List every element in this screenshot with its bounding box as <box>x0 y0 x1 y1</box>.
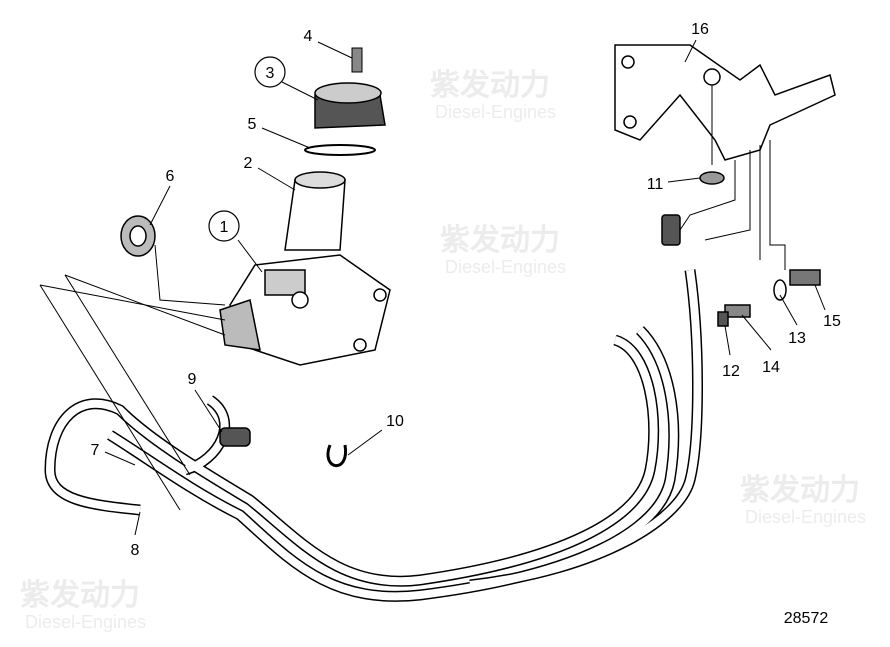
sensor-9 <box>219 427 251 447</box>
callout-circle-1 <box>208 210 240 242</box>
callout-circle-3 <box>254 56 286 88</box>
watermark-sub: Diesel-Engines <box>25 612 146 632</box>
callout-3: 3 <box>266 65 275 82</box>
callouts: 1 2 3 4 5 6 7 8 9 10 11 12 13 14 15 16 <box>91 21 841 559</box>
watermark: 紫发动力 Diesel-Engines 紫发动力 Diesel-Engines … <box>20 69 866 632</box>
callout-11: 11 <box>647 176 664 193</box>
watermark-sub: Diesel-Engines <box>435 102 556 122</box>
callout-16: 16 <box>691 21 709 38</box>
callout-9: 9 <box>188 371 197 388</box>
filter-element <box>284 171 346 251</box>
seal-ring <box>304 144 376 156</box>
callout-15: 15 <box>823 313 841 330</box>
callout-5: 5 <box>248 116 257 133</box>
filter-cover <box>314 82 386 129</box>
mounting-bracket <box>614 44 836 161</box>
callout-12: 12 <box>722 363 740 380</box>
callout-1: 1 <box>220 219 229 236</box>
watermark-brand: 紫发动力 <box>20 579 140 612</box>
filter-housing <box>219 254 391 366</box>
callout-14: 14 <box>762 359 780 376</box>
bleed-screw <box>351 47 363 73</box>
hose-clamp <box>326 444 348 468</box>
leader-lines <box>39 39 826 536</box>
callout-8: 8 <box>131 542 140 559</box>
watermark-brand: 紫发动力 <box>440 224 560 257</box>
callout-13: 13 <box>788 330 806 347</box>
watermark-sub: Diesel-Engines <box>745 507 866 527</box>
watermark-brand: 紫发动力 <box>430 69 550 102</box>
watermark-brand: 紫发动力 <box>740 474 860 507</box>
drawing-number: 28572 <box>784 610 829 627</box>
fittings <box>661 171 821 327</box>
callout-7: 7 <box>91 442 100 459</box>
callout-2: 2 <box>244 155 253 172</box>
cap-6 <box>120 215 156 257</box>
callout-6: 6 <box>166 168 175 185</box>
callout-4: 4 <box>304 28 313 45</box>
watermark-sub: Diesel-Engines <box>445 257 566 277</box>
callout-10: 10 <box>386 413 404 430</box>
